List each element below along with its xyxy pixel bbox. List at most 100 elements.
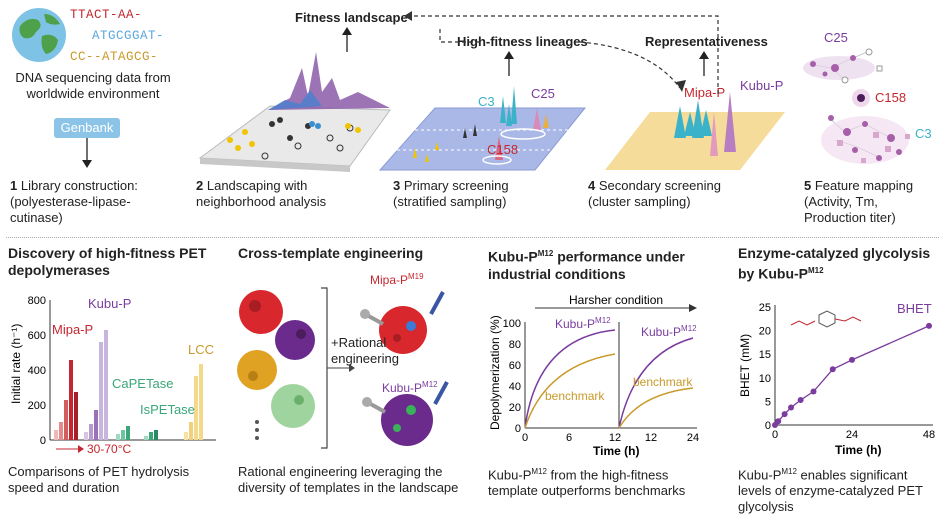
panel4-title-sup: M12 <box>808 266 824 275</box>
bhet-data-point <box>810 388 817 395</box>
c25-label: C25 <box>531 86 555 101</box>
c3-label: C3 <box>478 94 495 109</box>
secondary-screening-plane <box>605 92 785 170</box>
dna-seq-3: CC--ATAGCG- <box>70 50 159 64</box>
kubu-series-label: Kubu-PM12 <box>641 324 697 339</box>
y-tick: 60 <box>509 360 521 372</box>
panel3-caption-sup: M12 <box>531 467 547 476</box>
lcc-bars <box>184 364 203 440</box>
panel1-title: Discovery of high-fitness PET depolymera… <box>8 245 207 278</box>
kubu-bars <box>84 330 108 440</box>
y-axis-label: BHET (mM) <box>738 334 752 397</box>
bhet-data-point <box>775 418 782 425</box>
bhet-data-point <box>788 404 795 411</box>
dna-seq-1: TTACT-AA- <box>70 8 143 22</box>
step-4-caption: 4 Secondary screening (cluster sampling) <box>588 178 748 210</box>
y-tick: 0 <box>765 420 771 432</box>
kubu-p-label: Kubu-P <box>740 78 784 93</box>
step-2-caption: 2 Landscaping with neighborhood analysis <box>196 178 366 210</box>
y-tick: 200 <box>28 400 46 412</box>
genbank-badge: Genbank <box>54 118 120 138</box>
genbank-label: Genbank <box>60 120 114 135</box>
lcc-label: LCC <box>188 342 214 357</box>
step-text: Secondary screening (cluster sampling) <box>588 178 721 209</box>
feature-map-network <box>803 48 910 164</box>
x-axis-label: Time (h) <box>593 444 639 458</box>
y-tick: 20 <box>509 402 521 414</box>
x-tick: 12 <box>645 432 657 444</box>
panel3-title-sup: M12 <box>537 249 554 258</box>
x-tick: 0 <box>772 429 778 441</box>
x-axis-label: Time (h) <box>835 443 881 457</box>
harsher-condition-label: Harsher condition <box>569 293 663 307</box>
bhet-molecule-icon <box>790 310 862 328</box>
panel3-title-b: performance under industrial conditions <box>488 248 685 282</box>
y-axis-label: Depolymerization (%) <box>488 315 502 430</box>
y-tick: 400 <box>28 365 46 377</box>
panel3-caption-b: from the high-fitness template outperfor… <box>488 467 686 499</box>
c158-label: C158 <box>487 142 519 157</box>
y-tick: 600 <box>28 330 46 342</box>
step-3-caption: 3 Primary screening (stratified sampling… <box>393 178 553 210</box>
down-arrow-icon <box>82 138 92 168</box>
y-tick: 10 <box>759 373 771 385</box>
y-tick: 0 <box>515 423 521 435</box>
kubu-label: Kubu-P <box>88 296 131 311</box>
benchmark-series-label: benchmark <box>633 375 693 389</box>
kubu-variant-sup: M12 <box>422 380 438 389</box>
primary-screening-plane <box>378 86 587 171</box>
fitness-landscape-label: Fitness landscape <box>295 10 408 25</box>
mipa-p-label: Mipa-P <box>684 85 726 100</box>
step-5-caption: 5 Feature mapping (Activity, Tm, Product… <box>804 178 939 226</box>
up-arrow-icon <box>342 27 352 52</box>
representativeness-label: Representativeness <box>645 34 768 49</box>
step-text: Primary screening (stratified sampling) <box>393 178 509 209</box>
bhet-data-point <box>797 396 804 403</box>
step-number: 3 <box>393 178 401 193</box>
kubu-variant-name: Kubu-P <box>382 381 423 395</box>
panel4-title-a: Enzyme-catalyzed glycolysis by Kubu-P <box>738 245 931 282</box>
panel2-caption: Rational engineering leveraging the dive… <box>238 464 459 495</box>
mipa-variant-name: Mipa-P <box>370 273 409 287</box>
panel3-caption-a: Kubu-P <box>488 467 532 483</box>
c25-feature-label: C25 <box>824 30 848 45</box>
step-number: 2 <box>196 178 204 193</box>
bhet-data-point <box>926 322 932 329</box>
bhet-series-label: BHET <box>897 301 932 316</box>
y-tick: 800 <box>28 295 46 307</box>
kubu-series-label: Kubu-PM12 <box>555 316 611 331</box>
panel3-title: Kubu-PM12 performance under industrial c… <box>488 245 708 283</box>
bhet-data-point <box>781 411 788 418</box>
dna-seq-2: ATGCGGAT- <box>92 29 165 43</box>
panel4-caption-b: enables significant levels of enzyme-cat… <box>738 467 923 515</box>
feedback-arrows <box>404 11 719 94</box>
y-tick: 25 <box>759 302 771 314</box>
capetase-label: CaPETase <box>112 376 173 391</box>
up-arrow-icon <box>504 51 514 76</box>
mipa-label: Mipa-P <box>52 322 93 337</box>
panel2-title: Cross-template engineering <box>238 245 424 261</box>
globe-icon <box>12 8 66 62</box>
step-1-caption: 1 Library construction: (polyesterase-li… <box>10 178 175 226</box>
x-tick: 24 <box>687 432 699 444</box>
step-number: 4 <box>588 178 596 193</box>
c3-feature-label: C3 <box>915 126 932 141</box>
y-tick: 15 <box>759 349 771 361</box>
y-tick: 100 <box>503 318 521 330</box>
panel4-caption-sup: M12 <box>781 467 797 476</box>
panel3-caption: Kubu-PM12 from the high-fitness template… <box>488 464 703 499</box>
initial-rate-chart: Initial rate (h⁻¹) 0 200 400 600 800 Mip… <box>9 295 216 454</box>
benchmark-series-label: benchmark <box>545 389 605 403</box>
step-number: 5 <box>804 178 812 193</box>
step-text: Library construction: (polyesterase-lipa… <box>10 178 138 225</box>
kubu-variant-label: Kubu-PM12 <box>382 380 438 395</box>
x-tick: 24 <box>846 429 858 441</box>
high-fitness-lineages-label: High-fitness lineages <box>457 34 588 49</box>
x-tick: 48 <box>923 429 935 441</box>
rational-engineering-label: +Rational engineering <box>331 335 399 366</box>
ispetase-label: IsPETase <box>140 402 195 417</box>
depolymerization-chart: Harsher condition Depolymerization (%) 0… <box>488 293 699 458</box>
x-tick: 6 <box>566 432 572 444</box>
panel3-title-a: Kubu-P <box>488 248 538 265</box>
up-arrow-icon <box>699 51 709 76</box>
